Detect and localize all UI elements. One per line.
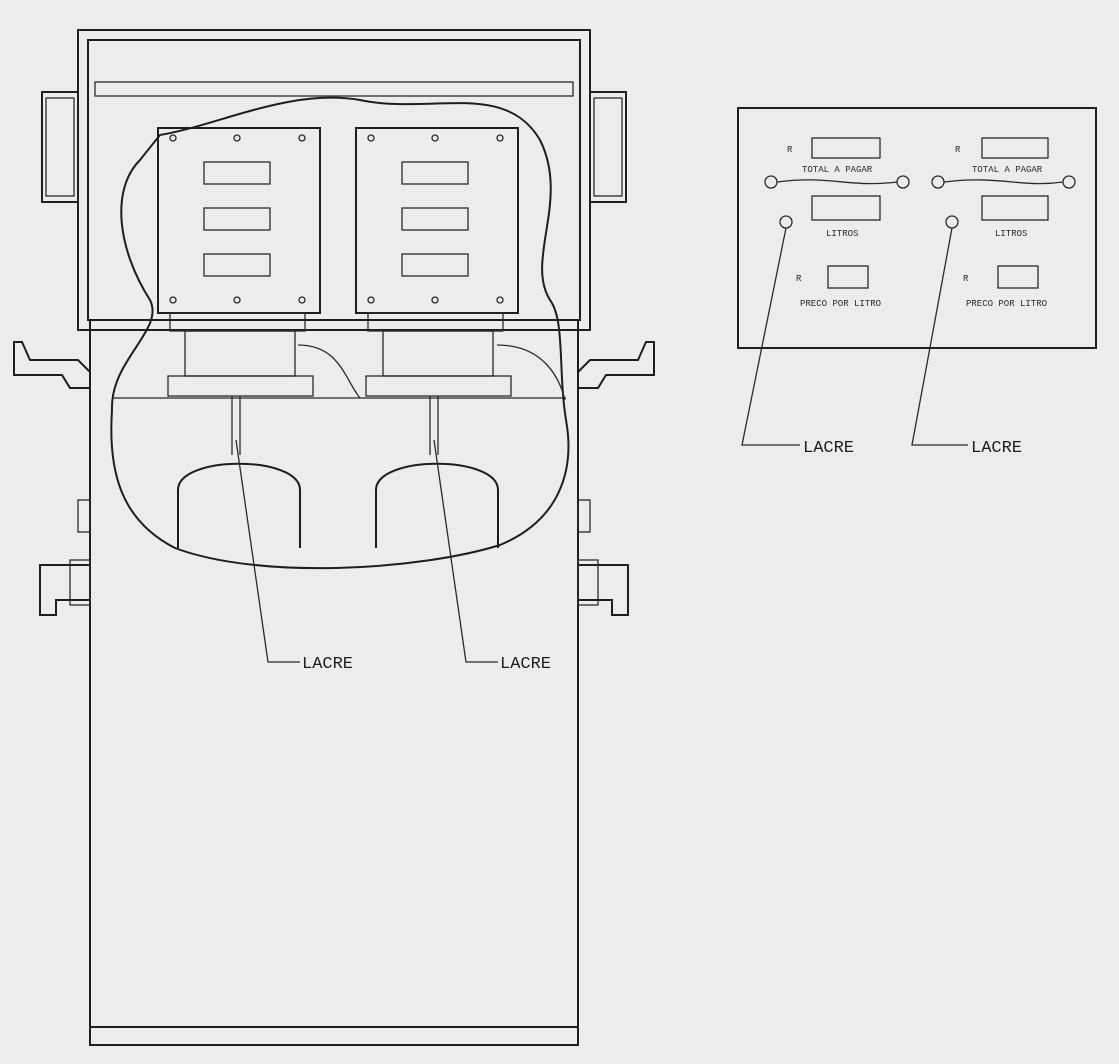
total-label-right: TOTAL A PAGAR: [972, 165, 1043, 175]
seal-leaders-body: [235, 439, 498, 663]
seal-label-left: LACRE: [302, 655, 353, 674]
liters-label-right: LITROS: [995, 229, 1027, 239]
display-panel: [737, 107, 1097, 349]
seal-label-panel-right: LACRE: [971, 439, 1022, 458]
dispenser-body: [13, 29, 655, 1046]
currency-symbol-left-price: R: [796, 274, 802, 284]
currency-symbol-right-total: R: [955, 145, 961, 155]
seal-leaders-panel: [741, 227, 968, 446]
total-label-left: TOTAL A PAGAR: [802, 165, 873, 175]
currency-symbol-right-price: R: [963, 274, 969, 284]
seal-label-right: LACRE: [500, 655, 551, 674]
price-label-right: PRECO POR LITRO: [966, 299, 1047, 309]
seal-label-panel-left: LACRE: [803, 439, 854, 458]
liters-label-left: LITROS: [826, 229, 858, 239]
price-label-left: PRECO POR LITRO: [800, 299, 881, 309]
currency-symbol-left-total: R: [787, 145, 793, 155]
cutaway-interior: [110, 96, 570, 570]
